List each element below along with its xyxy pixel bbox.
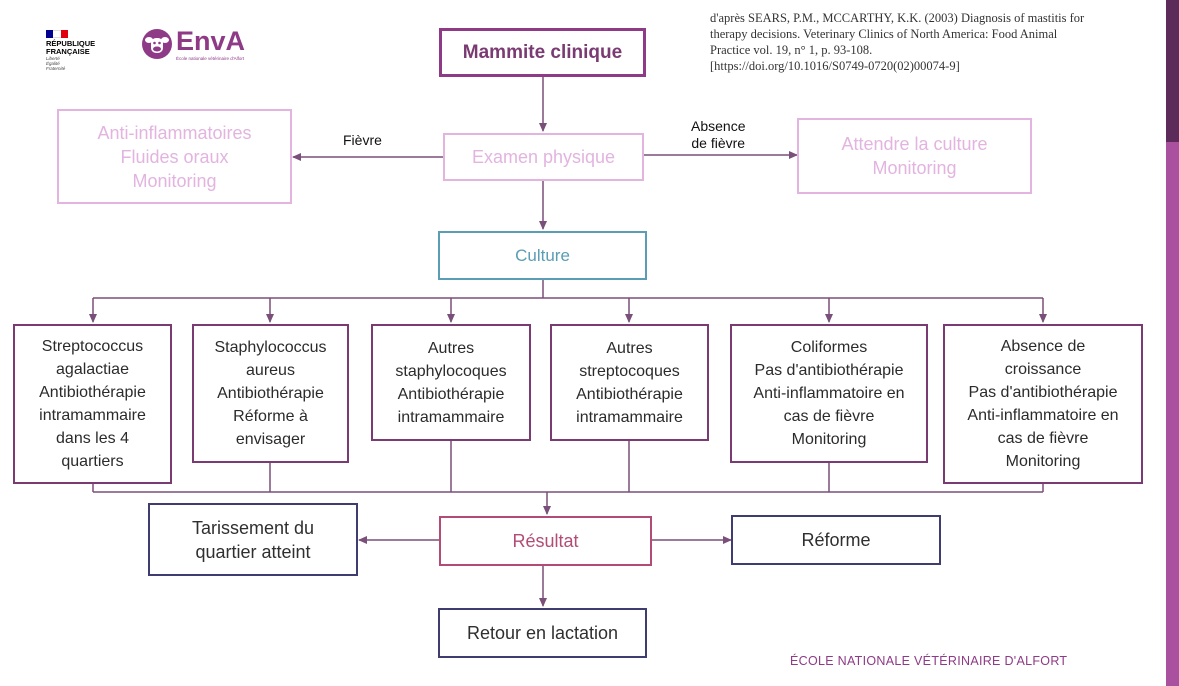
enva-subtitle: École nationale vétérinaire d'Alfort <box>176 56 245 61</box>
node-label: Résultat <box>512 530 579 551</box>
citation-line: d'après SEARS, P.M., MCCARTHY, K.K. (200… <box>710 11 1085 25</box>
node-label: Attendre la culture <box>841 134 988 154</box>
node-mammite-clinique: Mammite clinique <box>439 28 646 77</box>
republique-francaise-logo: RÉPUBLIQUE FRANÇAISE Liberté Égalité Fra… <box>46 30 116 71</box>
slide-side-bar-accent <box>1166 0 1179 142</box>
enva-wordmark: EnvA <box>176 26 246 56</box>
node-label: Retour en lactation <box>466 622 619 643</box>
node-anti-inflammatoires: Anti-inflammatoires Fluides oraux Monito… <box>57 109 292 204</box>
node-label: Monitoring <box>132 170 217 191</box>
french-flag-icon <box>46 30 68 38</box>
citation-line: therapy decisions. Veterinary Clinics of… <box>710 27 1058 41</box>
cow-head-icon <box>142 29 172 59</box>
republique-motto: Liberté Égalité Fraternité <box>46 56 66 71</box>
edge-label-fever: Fièvre <box>343 132 382 148</box>
node-label: Examen physique <box>471 147 616 167</box>
node-label: Anti-inflammatoires <box>97 122 252 143</box>
node-label: Monitoring <box>872 158 957 178</box>
node-examen-physique: Examen physique <box>443 133 644 181</box>
node-reforme: Réforme <box>731 515 941 565</box>
node-label: Réforme <box>801 529 871 550</box>
node-culture: Culture <box>438 231 647 280</box>
footer-institution: ÉCOLE NATIONALE VÉTÉRINAIRE D'ALFORT <box>790 654 1068 668</box>
republique-text: RÉPUBLIQUE FRANÇAISE <box>46 39 96 56</box>
node-tarissement: Tarissement du quartier atteint <box>148 503 358 576</box>
node-attendre-culture: Attendre la culture Monitoring <box>797 118 1032 194</box>
edge-label-no-fever: Absence de fièvre <box>691 118 746 151</box>
citation: d'après SEARS, P.M., MCCARTHY, K.K. (200… <box>710 10 1130 74</box>
citation-doi: [https://doi.org/10.1016/S0749-0720(02)0… <box>710 59 960 73</box>
node-label: Culture <box>515 245 570 265</box>
node-label: Mammite clinique <box>462 41 623 63</box>
node-resultat: Résultat <box>439 516 652 566</box>
enva-logo: EnvA École nationale vétérinaire d'Alfor… <box>140 24 260 64</box>
node-label: Fluides oraux <box>120 146 229 167</box>
node-retour-lactation: Retour en lactation <box>438 608 647 658</box>
citation-line: Practice vol. 19, n° 1, p. 93-108. <box>710 43 873 57</box>
slide-side-bar <box>1166 0 1179 686</box>
